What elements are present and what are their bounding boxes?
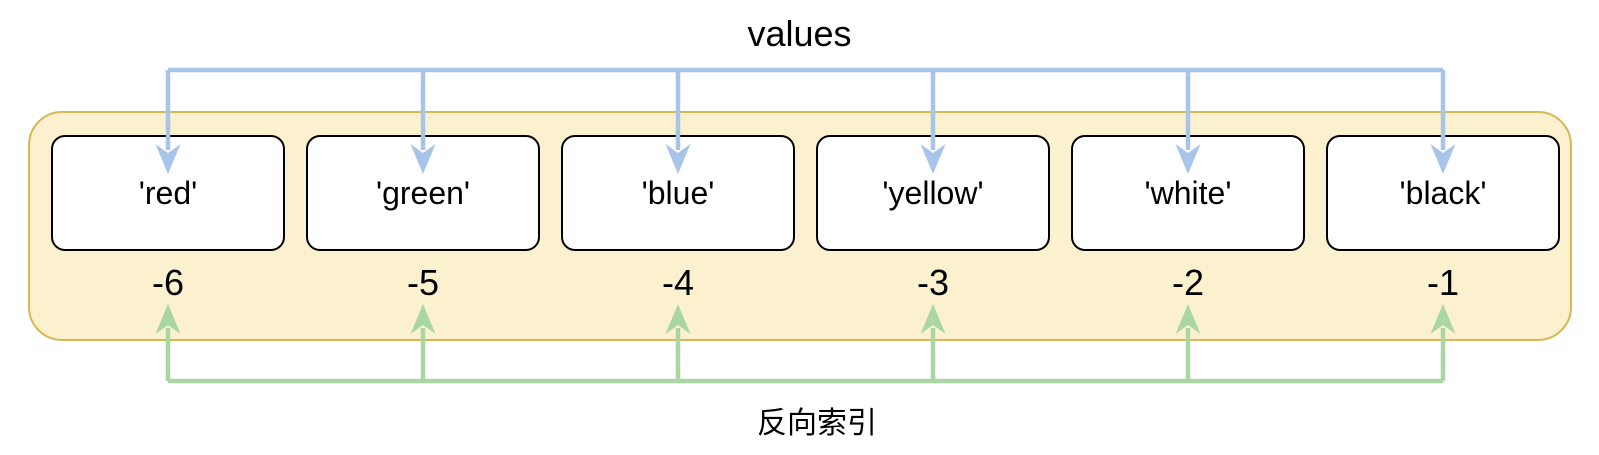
- negative-index-label: -3: [916, 262, 949, 303]
- value-box: 'yellow': [816, 135, 1050, 251]
- value-box: 'black': [1326, 135, 1560, 251]
- value-box: 'red': [51, 135, 285, 251]
- negative-index-label: -6: [151, 262, 184, 303]
- list-cell-white: 'white' -2: [1071, 135, 1305, 302]
- list-cell-green: 'green' -5: [306, 135, 540, 302]
- value-box: 'blue': [561, 135, 795, 251]
- value-label: 'green': [375, 174, 471, 211]
- value-label: 'black': [1399, 174, 1487, 211]
- value-label: 'white': [1144, 174, 1232, 211]
- list-cell-blue: 'blue' -4: [561, 135, 795, 302]
- negative-index-label: -5: [406, 262, 439, 303]
- value-label: 'blue': [641, 174, 715, 211]
- list-cell-black: 'black' -1: [1326, 135, 1560, 302]
- list-cell-red: 'red' -6: [51, 135, 285, 302]
- reverse-index-title: 反向索引: [757, 407, 877, 440]
- value-box: 'green': [306, 135, 540, 251]
- values-title: values: [747, 13, 852, 54]
- value-label: 'red': [138, 174, 198, 211]
- value-label: 'yellow': [882, 174, 984, 211]
- negative-index-label: -2: [1171, 262, 1204, 303]
- list-cell-yellow: 'yellow' -3: [816, 135, 1050, 302]
- negative-index-label: -1: [1426, 262, 1459, 303]
- list-container: [28, 111, 1572, 341]
- value-box: 'white': [1071, 135, 1305, 251]
- negative-index-label: -4: [661, 262, 694, 303]
